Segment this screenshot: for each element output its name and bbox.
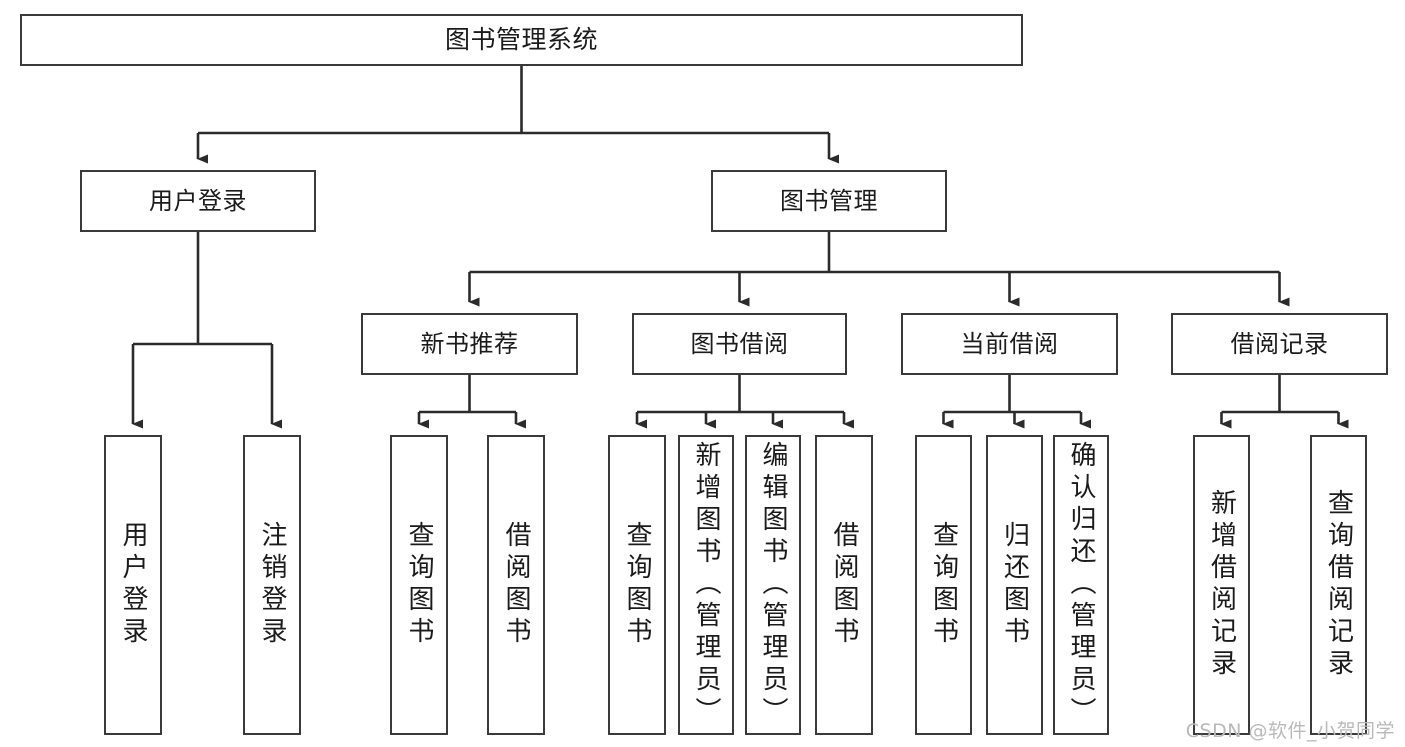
- node-leaf-add-record[interactable]: 新增借阅记录: [1193, 435, 1250, 735]
- node-label: 用户登录: [149, 186, 247, 215]
- node-leaf-confirm-return[interactable]: 确认归还（管理员）: [1053, 435, 1109, 735]
- node-leaf-query-book-2[interactable]: 查询图书: [608, 435, 666, 735]
- node-label: 查询图书: [622, 521, 652, 649]
- node-book-manage[interactable]: 图书管理: [711, 170, 947, 232]
- node-label: 借阅图书: [501, 521, 531, 649]
- node-label: 用户登录: [118, 521, 148, 649]
- node-leaf-user-logout[interactable]: 注销登录: [243, 435, 301, 735]
- node-leaf-query-book-3[interactable]: 查询图书: [915, 435, 972, 735]
- node-leaf-query-record[interactable]: 查询借阅记录: [1310, 435, 1367, 735]
- node-label: 图书借阅: [690, 329, 789, 358]
- node-leaf-borrow-book-1[interactable]: 借阅图书: [487, 435, 545, 735]
- node-leaf-edit-book[interactable]: 编辑图书（管理员）: [745, 435, 801, 735]
- node-label: 新书推荐: [420, 329, 519, 358]
- node-label: 图书管理: [780, 186, 878, 215]
- node-label: 查询图书: [928, 521, 959, 649]
- connector-group: [131, 66, 1349, 429]
- node-leaf-borrow-book-2[interactable]: 借阅图书: [815, 435, 873, 735]
- node-label: 注销登录: [257, 521, 287, 649]
- node-user-login[interactable]: 用户登录: [80, 170, 316, 232]
- node-label: 借阅记录: [1230, 329, 1329, 358]
- node-leaf-user-login[interactable]: 用户登录: [104, 435, 162, 735]
- node-root[interactable]: 图书管理系统: [20, 14, 1023, 66]
- node-label: 借阅图书: [829, 521, 859, 649]
- node-book-borrow[interactable]: 图书借阅: [632, 313, 847, 375]
- node-label: 新增图书（管理员）: [691, 441, 721, 729]
- node-current-borrow[interactable]: 当前借阅: [901, 313, 1118, 375]
- node-borrow-record[interactable]: 借阅记录: [1171, 313, 1388, 375]
- node-label: 新增借阅记录: [1206, 489, 1237, 681]
- node-label: 查询图书: [404, 521, 434, 649]
- node-leaf-return-book[interactable]: 归还图书: [986, 435, 1043, 735]
- node-label: 编辑图书（管理员）: [758, 441, 788, 729]
- node-label: 查询借阅记录: [1323, 489, 1354, 681]
- node-new-book-rec[interactable]: 新书推荐: [361, 313, 578, 375]
- node-label: 图书管理系统: [444, 25, 598, 55]
- node-leaf-add-book[interactable]: 新增图书（管理员）: [678, 435, 734, 735]
- node-leaf-query-book-1[interactable]: 查询图书: [390, 435, 448, 735]
- node-label: 当前借阅: [960, 329, 1059, 358]
- node-label: 确认归还（管理员）: [1066, 441, 1096, 729]
- node-label: 归还图书: [999, 521, 1030, 649]
